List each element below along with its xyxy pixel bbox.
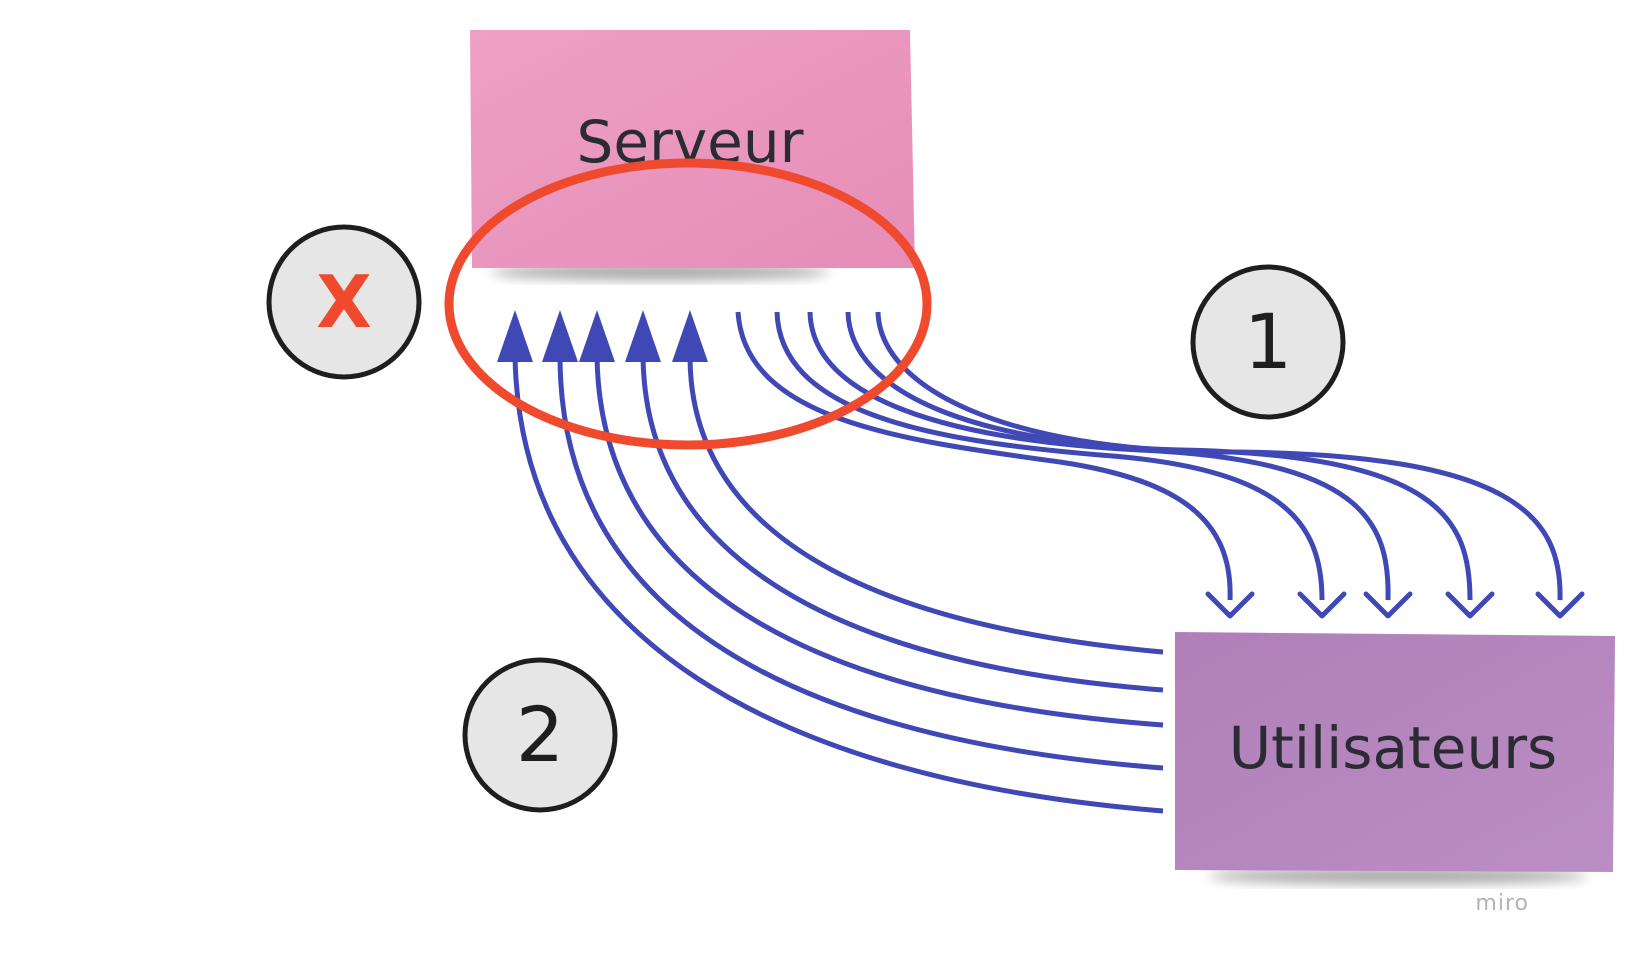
request-arrow-4 <box>640 355 1164 693</box>
request-arrows <box>512 355 1164 814</box>
response-arrowheads <box>1205 591 1585 619</box>
request-arrow-2 <box>557 355 1164 771</box>
request-arrowheads <box>497 310 708 362</box>
server-node[interactable]: Serveur <box>470 30 915 280</box>
response-arrow-2 <box>774 311 1325 601</box>
response-arrow-1 <box>735 311 1233 601</box>
step-1-label: 1 <box>1244 297 1292 386</box>
error-marker-label: X <box>316 260 372 344</box>
step-2-label: 2 <box>516 690 564 779</box>
arrowhead-up-2 <box>542 310 578 362</box>
error-marker-circle <box>266 224 422 380</box>
bottleneck-highlight <box>444 158 932 450</box>
miro-watermark: miro <box>1475 891 1529 916</box>
arrowhead-down-5 <box>1535 591 1585 619</box>
arrowhead-up-1 <box>497 310 533 362</box>
arrowhead-up-3 <box>579 310 615 362</box>
step-1-circle <box>1190 264 1346 420</box>
arrowhead-down-4 <box>1445 591 1495 619</box>
arrowhead-up-4 <box>625 310 661 362</box>
step-2-marker: 2 <box>462 657 618 813</box>
arrowhead-down-1 <box>1205 591 1255 619</box>
response-arrow-4 <box>845 311 1473 601</box>
arrowhead-down-3 <box>1363 591 1413 619</box>
request-arrow-1 <box>512 355 1164 814</box>
error-marker: X <box>266 224 422 380</box>
response-arrow-5 <box>875 311 1563 601</box>
arrowhead-up-5 <box>672 310 708 362</box>
step-1-marker: 1 <box>1190 264 1346 420</box>
arrowhead-down-2 <box>1297 591 1347 619</box>
response-arrows <box>735 311 1563 601</box>
request-arrow-3 <box>594 355 1164 728</box>
request-arrow-5 <box>687 355 1164 655</box>
users-node[interactable]: Utilisateurs <box>1175 632 1615 884</box>
step-2-circle <box>462 657 618 813</box>
users-label: Utilisateurs <box>1229 714 1558 782</box>
